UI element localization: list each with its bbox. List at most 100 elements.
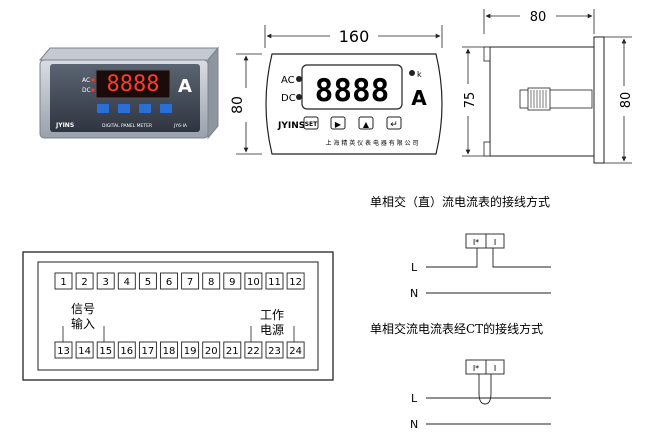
power-label-line1: 工作 [260, 308, 284, 322]
front-enter-label: ↵ [390, 120, 398, 130]
photo-dc-label: DC [82, 87, 91, 94]
terminal-box [202, 272, 221, 290]
front-height-dim: 80 [230, 96, 246, 114]
photo-model-code: JY6-IA [173, 123, 188, 129]
terminal-box [117, 272, 136, 290]
wiring-direct-title: 单相交（直）流电流表的接线方式 [370, 194, 550, 209]
front-dc-label: DC [281, 93, 296, 104]
terminal-number: 20 [205, 346, 218, 357]
power-label-line2: 电源 [260, 323, 284, 337]
wiring-ct: 单相交流电流表经CT的接线方式 I* I L N [370, 321, 551, 431]
terminal-box [223, 272, 242, 290]
photo-button-4 [160, 104, 172, 113]
photo-brand: JYINS [55, 122, 74, 129]
wiring-direct-box-right: I [494, 238, 496, 247]
wiring-ct-box-left: I* [473, 364, 479, 373]
terminal-box [286, 272, 305, 290]
terminal-box [265, 341, 284, 359]
signal-label-line1: 信号 [71, 302, 95, 316]
photo-button-3 [139, 104, 151, 113]
front-company: 上 海 精 英 仪 表 电 器 有 限 公 司 [326, 139, 419, 147]
terminal-number: 13 [57, 346, 70, 357]
signal-label-line2: 输入 [71, 316, 95, 331]
front-readout: 8888 [315, 73, 390, 109]
terminal-number: 3 [103, 277, 109, 288]
terminal-number: 17 [142, 346, 155, 357]
terminal-box [286, 341, 305, 359]
terminal-number: 23 [268, 346, 281, 357]
terminal-number: 7 [187, 277, 193, 288]
front-up-button [358, 116, 374, 130]
terminal-box [54, 341, 73, 359]
front-enter-button [386, 116, 402, 130]
terminal-box [75, 272, 94, 290]
photo-ac-led [91, 78, 95, 82]
front-brand: JYINS [277, 121, 305, 131]
terminal-box [181, 341, 200, 359]
side-body-height-dim: 75 [463, 92, 478, 109]
front-set-label: SET [305, 121, 318, 128]
terminal-box [160, 341, 178, 359]
photo-model-line: DIGITAL PANEL METER [102, 123, 152, 129]
front-ac-label: AC [281, 75, 295, 86]
front-right-label: ▶ [335, 120, 342, 129]
front-dc-led [296, 94, 302, 100]
wiring-ct-n-label: N [410, 418, 418, 431]
terminal-number: 11 [268, 277, 281, 288]
ct-coil [478, 392, 492, 405]
front-unit: A [411, 86, 427, 110]
terminal-box [96, 272, 115, 290]
terminal-box [117, 341, 136, 359]
terminal-box [244, 272, 263, 290]
front-ac-led [296, 76, 302, 82]
terminal-box [244, 341, 263, 359]
terminal-box [223, 341, 242, 359]
front-width-dim: 160 [339, 27, 370, 46]
terminal-number: 16 [120, 346, 133, 357]
terminal-number: 10 [247, 277, 260, 288]
terminal-box [160, 272, 178, 290]
terminal-box [181, 272, 200, 290]
terminal-number: 1 [60, 277, 66, 288]
wiring-direct-n-label: N [410, 287, 418, 300]
photo-button-2 [118, 104, 130, 113]
terminal-number: 22 [247, 346, 260, 357]
terminal-box [96, 341, 115, 359]
photo-unit: A [178, 76, 192, 97]
front-view: 160 80 8888 AC DC k A SET ▶ ▲ ↵ JYINS 上 … [230, 25, 443, 155]
terminal-box [138, 272, 157, 290]
terminal-number: 4 [124, 277, 130, 288]
terminal-number: 2 [81, 277, 87, 288]
front-set-button [303, 116, 319, 130]
wiring-direct-l-label: L [411, 261, 418, 274]
wiring-ct-box-right: I [494, 364, 496, 373]
terminal-number: 19 [184, 346, 197, 357]
photo-button-1 [97, 104, 109, 113]
terminal-box [54, 272, 73, 290]
terminal-box [138, 341, 157, 359]
side-panel-height-dim: 80 [619, 92, 634, 109]
side-view: 80 75 80 [462, 9, 634, 164]
terminal-number: 12 [289, 277, 302, 288]
photo-ac-label: AC [82, 77, 90, 84]
photo-dc-led [91, 88, 95, 92]
terminal-number: 21 [226, 346, 239, 357]
wiring-ct-title: 单相交流电流表经CT的接线方式 [370, 321, 543, 336]
terminal-box [75, 341, 94, 359]
terminal-number: 14 [78, 346, 91, 357]
terminal-number: 9 [229, 277, 235, 288]
wiring-ct-l-label: L [411, 392, 418, 405]
terminal-number: 6 [166, 277, 172, 288]
wiring-direct: 单相交（直）流电流表的接线方式 I* I L N [370, 194, 551, 300]
side-depth-dim: 80 [530, 10, 547, 25]
front-k-led [409, 70, 415, 76]
front-up-label: ▲ [363, 120, 370, 129]
front-k-label: k [417, 70, 422, 79]
terminal-number: 15 [99, 346, 112, 357]
terminal-number: 24 [289, 346, 302, 357]
terminal-box [202, 341, 221, 359]
